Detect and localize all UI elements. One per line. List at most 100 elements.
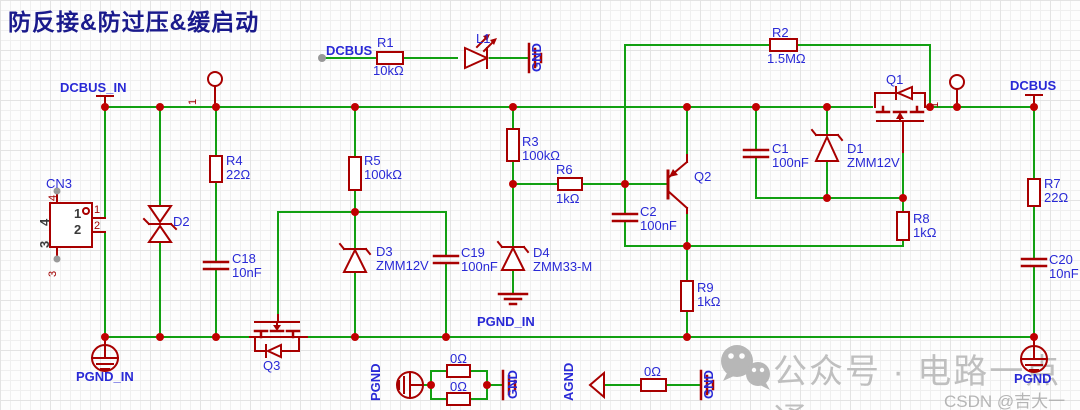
val-r9[interactable]: 1kΩ [697,294,721,309]
val-0ohm-c[interactable]: 0Ω [644,364,661,379]
csdn-watermark: CSDN @吉大一菜鸡 [944,392,1066,410]
gnd-symbol-d4[interactable] [497,292,529,306]
net-label-pgnd-in-bottom[interactable]: PGND_IN [76,369,134,384]
val-r8[interactable]: 1kΩ [913,225,937,240]
ref-d1[interactable]: D1 [847,141,864,156]
net-label-pgnd-in-mid[interactable]: PGND_IN [477,314,535,329]
resistor-r4[interactable] [209,155,223,183]
gnd-symbol-top[interactable] [527,42,543,74]
net-label-agnd[interactable]: AGND [561,362,576,401]
val-c2[interactable]: 100nF [640,218,677,233]
resistor-r1[interactable] [376,51,404,65]
cn3-pin2-inner: 2 [74,222,82,237]
val-0ohm-a[interactable]: 0Ω [450,351,467,366]
val-r1[interactable]: 10kΩ [373,63,404,78]
net-label-dcbus-top[interactable]: DCBUS [326,43,373,58]
ref-r2[interactable]: R2 [772,25,789,40]
val-c1[interactable]: 100nF [772,155,809,170]
agnd-symbol[interactable] [588,370,605,400]
val-0ohm-b[interactable]: 0Ω [450,379,467,394]
net-label-gnd-mid1[interactable]: GND [505,370,520,399]
pgnd-earth-symbol-mid[interactable] [396,371,424,399]
resistor-r5[interactable] [348,156,362,191]
val-r3[interactable]: 100kΩ [522,148,560,163]
connector-cn3[interactable] [49,190,106,260]
ref-r8[interactable]: R8 [913,211,930,226]
val-c20[interactable]: 10nF [1049,266,1079,281]
gnd-symbol-mid1[interactable] [501,369,517,401]
capacitor-c18[interactable] [202,260,230,271]
capacitor-c20[interactable] [1020,257,1048,268]
val-c19[interactable]: 100nF [461,259,498,274]
ref-r3[interactable]: R3 [522,134,539,149]
ref-q1[interactable]: Q1 [886,72,904,87]
val-r2[interactable]: 1.5MΩ [767,51,806,66]
ref-d2[interactable]: D2 [173,214,190,229]
resistor-r8[interactable] [896,211,910,241]
net-label-gnd-mid2[interactable]: GND [701,370,716,399]
ref-c18[interactable]: C18 [232,251,256,266]
val-r4[interactable]: 22Ω [226,167,251,182]
val-d3[interactable]: ZMM12V [376,258,429,273]
ref-q3[interactable]: Q3 [263,358,281,373]
cn3-pin4-inner: 4 [37,218,52,226]
ref-r5[interactable]: R5 [364,153,381,168]
pgnd-in-earth-symbol[interactable] [91,336,119,372]
pin-circle-left[interactable] [207,71,223,108]
mosfet-q3[interactable] [249,314,308,359]
ref-c20[interactable]: C20 [1049,252,1073,267]
resistor-0ohm-b[interactable] [446,392,471,406]
mosfet-q1[interactable] [874,85,926,153]
net-label-gnd-top[interactable]: GND [529,43,544,72]
cn3-pin3-outer: 3 [47,270,59,277]
capacitor-c1[interactable] [742,148,770,159]
ref-q2[interactable]: Q2 [694,169,712,184]
ref-r9[interactable]: R9 [697,280,714,295]
ref-c2[interactable]: C2 [640,204,657,219]
resistor-r6[interactable] [557,177,583,191]
gnd-symbol-mid2[interactable] [699,369,715,401]
val-d1[interactable]: ZMM12V [847,155,900,170]
ref-r6[interactable]: R6 [556,162,573,177]
resistor-r9[interactable] [680,280,694,312]
val-d4[interactable]: ZMM33-M [533,259,593,274]
ref-l1[interactable]: L1 [476,31,491,46]
resistor-0ohm-a[interactable] [446,364,471,378]
ref-c19[interactable]: C19 [461,245,485,260]
cn3-pin1-inner: 1 [74,206,82,221]
capacitor-c2[interactable] [611,212,639,223]
wires[interactable] [104,44,1035,400]
resistor-0ohm-c[interactable] [640,378,667,392]
ref-r7[interactable]: R7 [1044,176,1061,191]
resistor-r3[interactable] [506,128,520,162]
cn3-pin4-outer: 4 [47,194,59,201]
ref-r1[interactable]: R1 [377,35,394,50]
tvs-d2[interactable] [142,205,178,243]
transistor-q2[interactable] [666,154,689,214]
net-label-pgnd-mid[interactable]: PGND [368,363,383,401]
val-c18[interactable]: 10nF [232,265,262,280]
zener-d4[interactable] [496,240,530,271]
pin-circle-right[interactable] [949,74,965,108]
capacitor-c19[interactable] [432,254,460,265]
val-r5[interactable]: 100kΩ [364,167,402,182]
zener-d1[interactable] [810,128,844,162]
cn3-pin2-outer: 2 [94,220,101,232]
val-r7[interactable]: 22Ω [1044,190,1069,205]
ref-r4[interactable]: R4 [226,153,243,168]
led-l1[interactable] [464,34,497,70]
resistor-r7[interactable] [1027,178,1041,207]
resistor-r2[interactable] [769,38,798,52]
ref-c1[interactable]: C1 [772,141,789,156]
val-r6[interactable]: 1kΩ [556,191,580,206]
zener-d3[interactable] [338,242,372,273]
pgnd-earth-symbol-right[interactable] [1020,336,1048,373]
ref-cn3[interactable]: CN3 [46,176,73,191]
ref-d3[interactable]: D3 [376,244,393,259]
ref-d4[interactable]: D4 [533,245,550,260]
net-label-pgnd-right[interactable]: PGND [1014,371,1052,386]
net-label-dcbus-in[interactable]: DCBUS_IN [60,80,127,95]
net-label-dcbus-right[interactable]: DCBUS [1010,78,1057,93]
